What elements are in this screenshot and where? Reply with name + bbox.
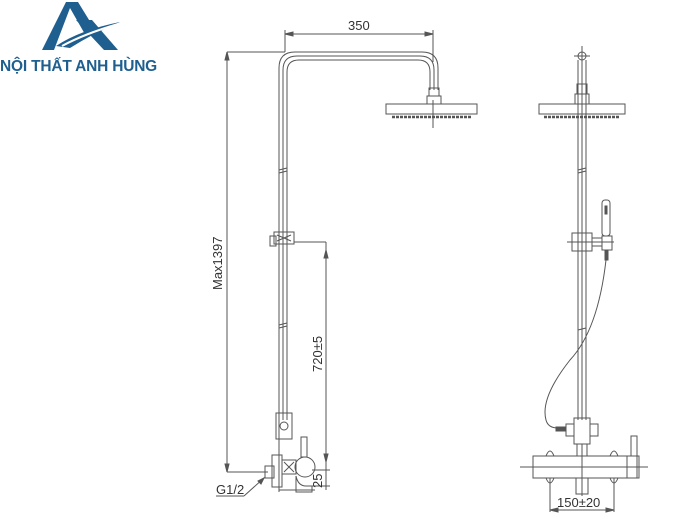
inlet-thread-label: G1/2 [216, 482, 244, 497]
mountain-triangle-logo-icon [42, 2, 120, 50]
brand-logo: NỘI THẤT ANH HÙNG [0, 0, 200, 90]
inlet-spacing-label: 150±20 [557, 495, 600, 510]
outlet-offset-label: 25 [310, 474, 325, 488]
side-view: Max1397 350 720±5 [210, 18, 478, 497]
brand-name: NỘI THẤT ANH HÙNG [0, 58, 158, 75]
max-height-label: Max1397 [210, 237, 225, 290]
arm-reach-label: 350 [348, 18, 370, 33]
slider-height-label: 720±5 [310, 336, 325, 372]
front-view: 150±20 [520, 46, 648, 513]
